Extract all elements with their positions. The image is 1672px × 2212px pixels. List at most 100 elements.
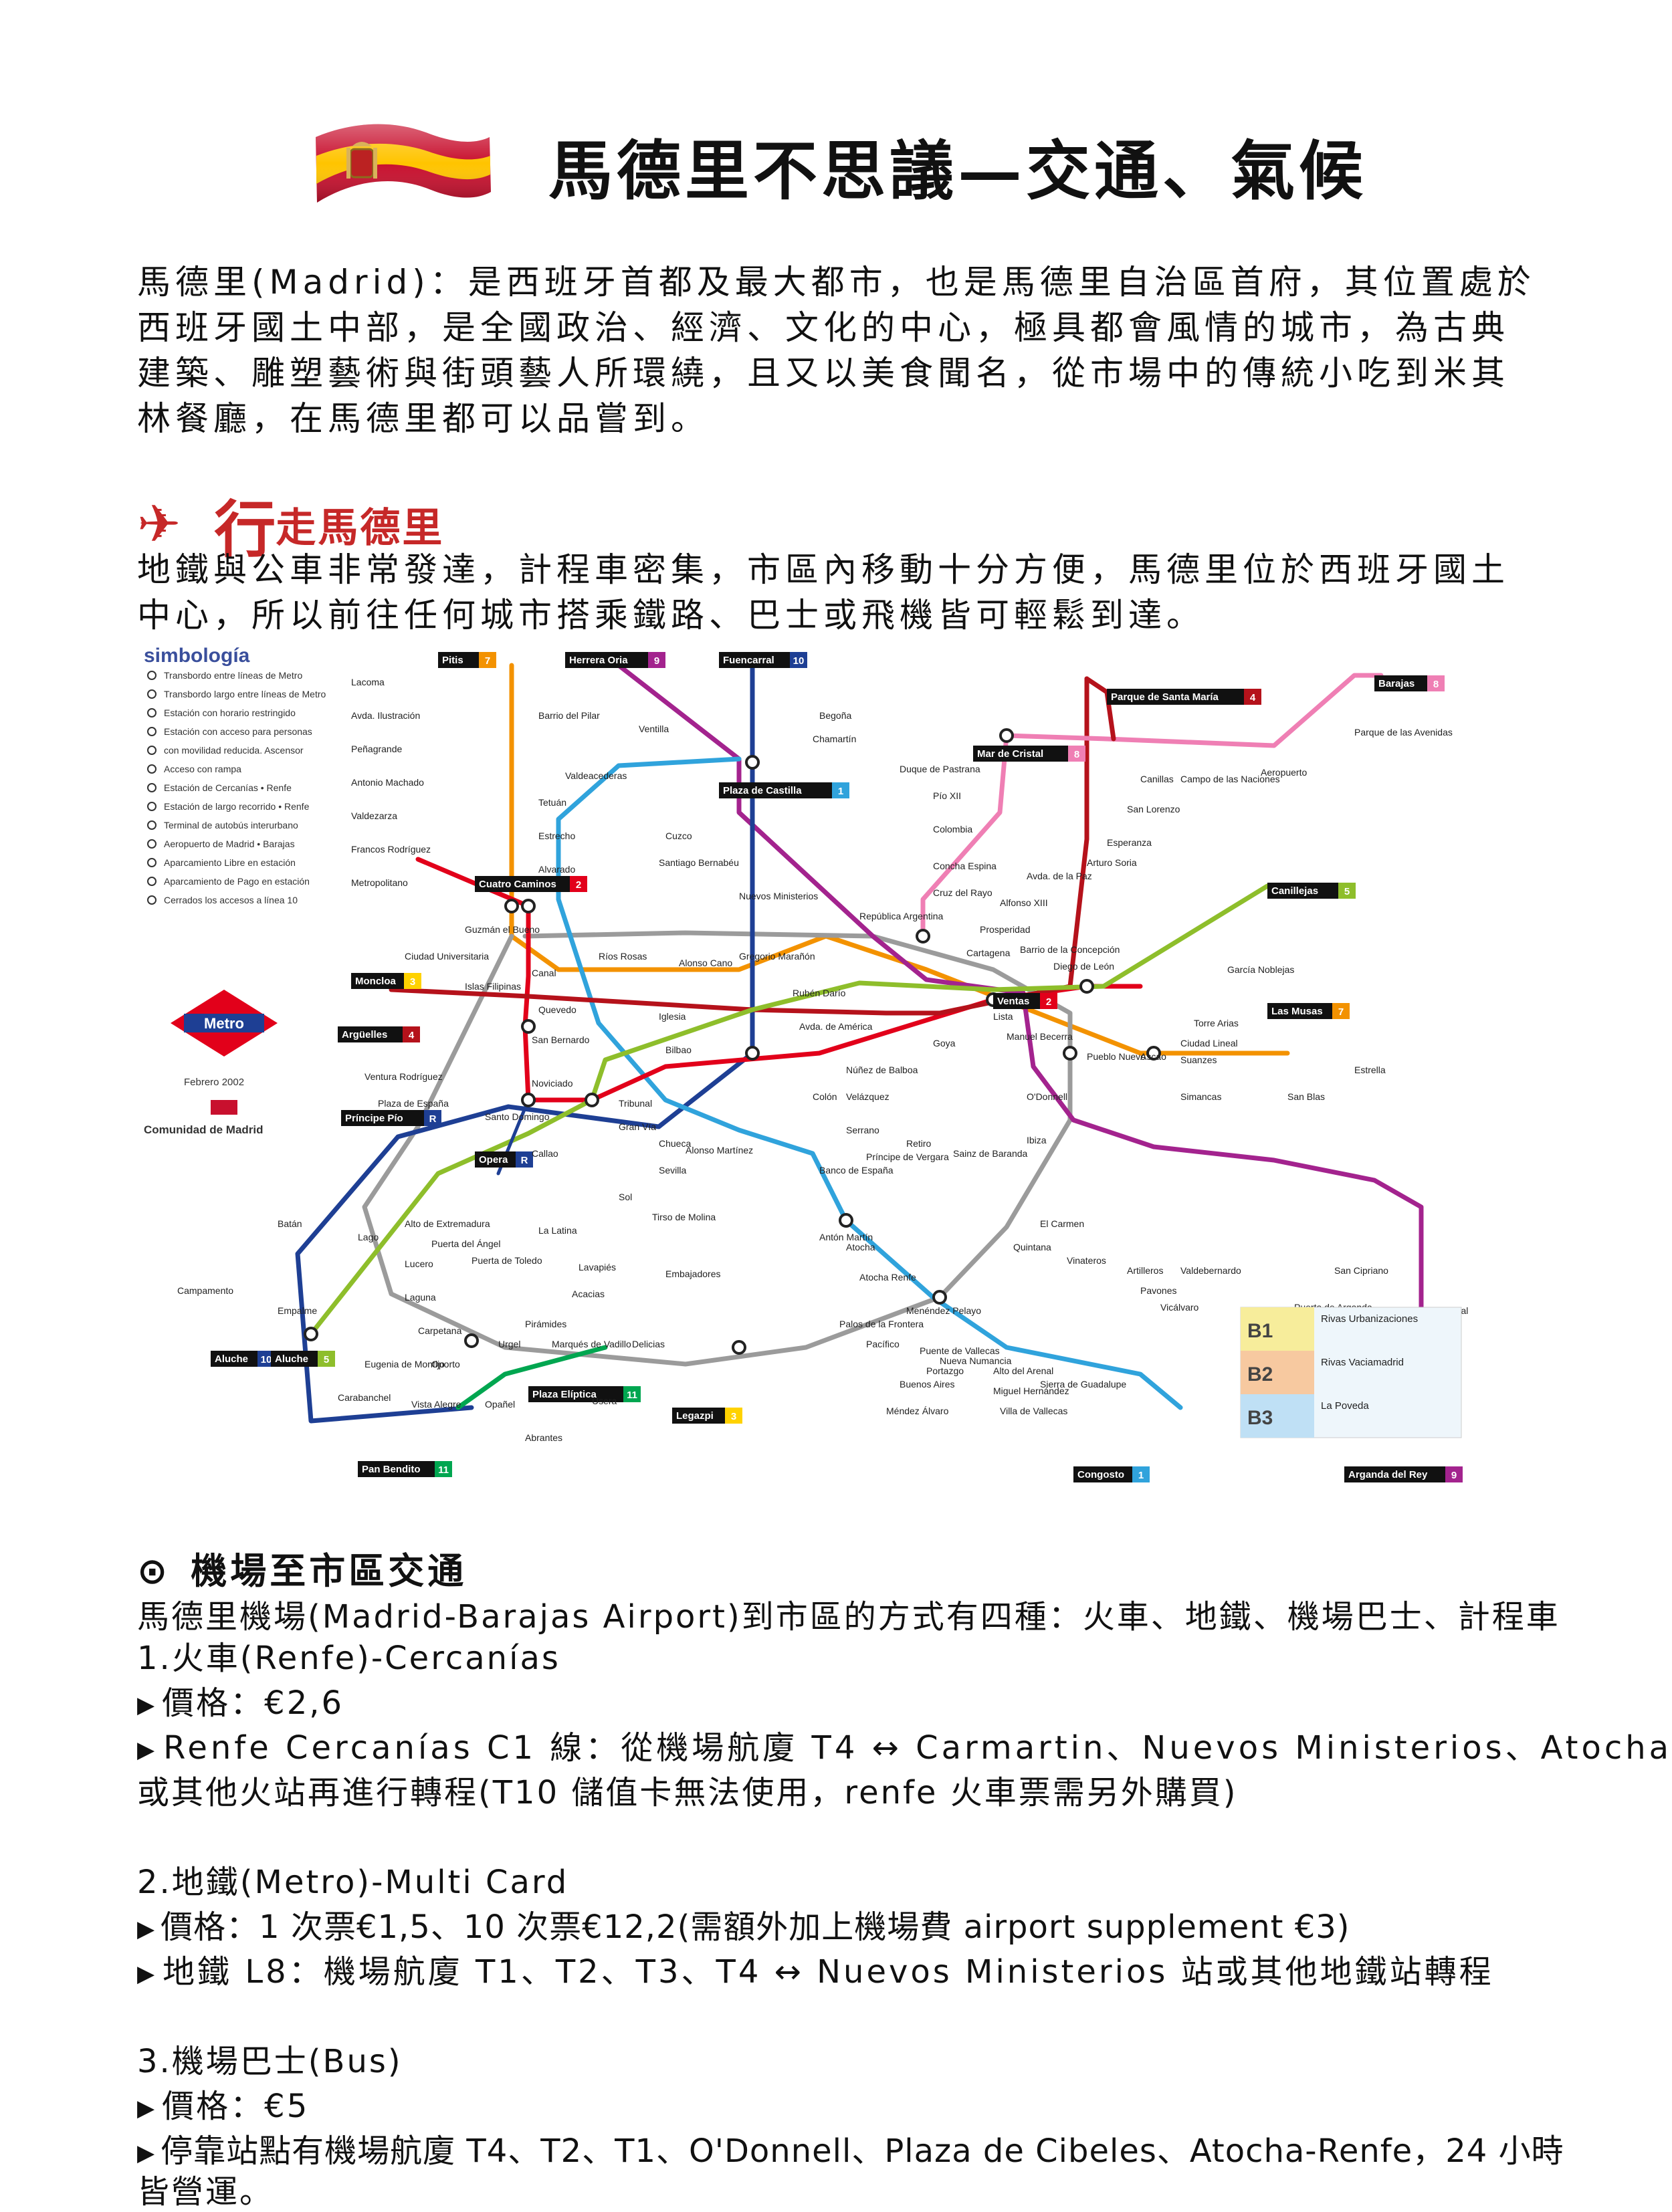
line-badge-number-bg bbox=[1244, 689, 1261, 705]
station-name: Batán bbox=[278, 1218, 302, 1229]
option-metro-title: 2.地鐵(Metro)-Multi Card bbox=[137, 1864, 569, 1901]
station-name: Atocha bbox=[846, 1242, 875, 1252]
line-badge-label bbox=[565, 652, 648, 668]
line-badge-number-bg bbox=[516, 1151, 533, 1168]
station-name: Tribunal bbox=[619, 1098, 652, 1109]
line-10 bbox=[295, 663, 755, 1424]
station-name: Miguel Hernández bbox=[993, 1386, 1069, 1396]
station-name: Sol bbox=[619, 1192, 632, 1202]
station-name: Simancas bbox=[1180, 1091, 1221, 1102]
metro-map: simbología Transbordo entre líneas de Me… bbox=[137, 639, 1475, 1531]
station-name: Lacoma bbox=[351, 677, 385, 687]
station-name: Vinateros bbox=[1067, 1255, 1106, 1266]
station-name: Serrano bbox=[846, 1125, 879, 1135]
station-name: Quevedo bbox=[538, 1004, 577, 1015]
authority: Comunidad de Madrid bbox=[144, 1123, 264, 1136]
station-name: Alfonso XIII bbox=[1000, 897, 1048, 908]
station-name: San Blas bbox=[1287, 1091, 1325, 1102]
station-name: Ventilla bbox=[639, 724, 669, 734]
station-name: Quintana bbox=[1013, 1242, 1051, 1252]
station-name: Pavones bbox=[1140, 1285, 1176, 1296]
line-badge-number-bg bbox=[623, 1386, 641, 1402]
station-name: Lago bbox=[358, 1232, 379, 1242]
zone-code: B1 bbox=[1247, 1320, 1273, 1342]
legend-symbol bbox=[147, 708, 156, 717]
train-route: ▶Renfe Cercanías C1 線：從機場航廈 T4 ↔ Carmart… bbox=[137, 1721, 1672, 1768]
line-badge-name: Mar de Cristal bbox=[977, 748, 1043, 760]
legend-symbol bbox=[147, 877, 156, 886]
line-badge-number-bg bbox=[404, 973, 421, 989]
legend-item: Aparcamiento de Pago en estación bbox=[164, 876, 310, 887]
station-name: Avda. de la Paz bbox=[1027, 871, 1092, 881]
line-badge-number: 9 bbox=[654, 655, 659, 667]
station-name: Méndez Álvaro bbox=[886, 1406, 949, 1416]
station-name: Velázquez bbox=[846, 1091, 890, 1102]
station-name: República Argentina bbox=[859, 911, 944, 921]
legend-symbol bbox=[147, 858, 156, 867]
station-name: Ascao bbox=[1140, 1051, 1166, 1062]
station-name: Suanzes bbox=[1180, 1055, 1217, 1065]
station-name: Iglesia bbox=[659, 1011, 686, 1022]
legend-title: simbología bbox=[144, 645, 250, 667]
station-name: Avda. de América bbox=[799, 1021, 873, 1032]
station-name: Barrio de la Concepción bbox=[1020, 944, 1120, 955]
option-train-title: 1.火車(Renfe)-Cercanías bbox=[137, 1640, 560, 1677]
station-name: Campamento bbox=[177, 1285, 233, 1296]
station-name: Colón bbox=[813, 1091, 837, 1102]
train-price: ▶價格：€2,6 bbox=[137, 1676, 344, 1723]
legend-symbol bbox=[147, 802, 156, 811]
station-name: Puerta del Ángel bbox=[431, 1238, 501, 1249]
station-name: Callao bbox=[532, 1148, 558, 1159]
line-badge-name: Cuatro Caminos bbox=[479, 879, 556, 890]
station-name: O'Donnell bbox=[1027, 1091, 1067, 1102]
line-badge-name: Ventas bbox=[997, 996, 1029, 1007]
station-name: Prosperidad bbox=[980, 924, 1031, 935]
station-name: Portazgo bbox=[926, 1365, 964, 1376]
target-icon: ⊙ bbox=[137, 1550, 171, 1592]
legend-item: Transbordo largo entre líneas de Metro bbox=[164, 689, 326, 699]
line-badge-name: Barajas bbox=[1378, 678, 1415, 689]
station-name: Estrecho bbox=[538, 831, 575, 841]
line-badge-name: Pan Bendito bbox=[362, 1464, 421, 1475]
station-name: San Cipriano bbox=[1334, 1265, 1388, 1276]
station-name: Cartagena bbox=[966, 948, 1011, 958]
line-badge-name: Moncloa bbox=[355, 976, 396, 987]
station-name: Colombia bbox=[933, 824, 972, 835]
legend-symbol bbox=[147, 764, 156, 774]
line-badge-label bbox=[1267, 883, 1338, 899]
station-name: Pacífico bbox=[866, 1339, 900, 1349]
line-badge-number-bg bbox=[1427, 675, 1445, 691]
line-1 bbox=[556, 756, 1183, 1410]
zone-station: La Poveda bbox=[1321, 1400, 1369, 1412]
line-badge-number: 7 bbox=[485, 655, 490, 667]
line-8 bbox=[1004, 673, 1384, 748]
line-badge-name: Príncipe Pío bbox=[345, 1113, 403, 1124]
line-badge-label bbox=[475, 1151, 516, 1168]
page-title: 馬德里不思議—交通、氣候 bbox=[548, 133, 1367, 209]
station-name: Pueblo Nuevo bbox=[1087, 1051, 1146, 1062]
line-badge-label bbox=[358, 1461, 435, 1477]
station-name: Islas Filipinas bbox=[465, 981, 521, 992]
section-heading-airport: ⊙機場至市區交通 bbox=[137, 1541, 467, 1594]
line-badge-number-bg bbox=[725, 1408, 742, 1424]
heading-first-char: 行 bbox=[214, 494, 276, 566]
legend-item: Aparcamiento Libre en estación bbox=[164, 857, 296, 868]
line-badge-number-bg bbox=[1338, 883, 1356, 899]
station-name: García Noblejas bbox=[1227, 964, 1294, 975]
bus-price-text: 價格：€5 bbox=[162, 2088, 310, 2125]
line-badge-name: Herrera Oria bbox=[569, 655, 628, 666]
station-name: Canillas bbox=[1140, 774, 1174, 784]
station-name: Nueva Numancia bbox=[940, 1355, 1012, 1366]
line-badge-label bbox=[1344, 1466, 1445, 1482]
station-name: Francos Rodríguez bbox=[351, 844, 431, 855]
station-name: Ventura Rodríguez bbox=[364, 1071, 443, 1082]
station-name: Duque de Pastrana bbox=[900, 764, 980, 774]
triangle-bullet-icon: ▶ bbox=[137, 1692, 157, 1719]
station-name: Oporto bbox=[431, 1359, 460, 1369]
station-name: Atocha Renfe bbox=[859, 1272, 916, 1283]
triangle-bullet-icon: ▶ bbox=[137, 1737, 159, 1763]
metro-logo: Metro bbox=[171, 990, 278, 1057]
station-name: Gregorio Marañón bbox=[739, 951, 815, 962]
station-name: Urgel bbox=[498, 1339, 520, 1349]
